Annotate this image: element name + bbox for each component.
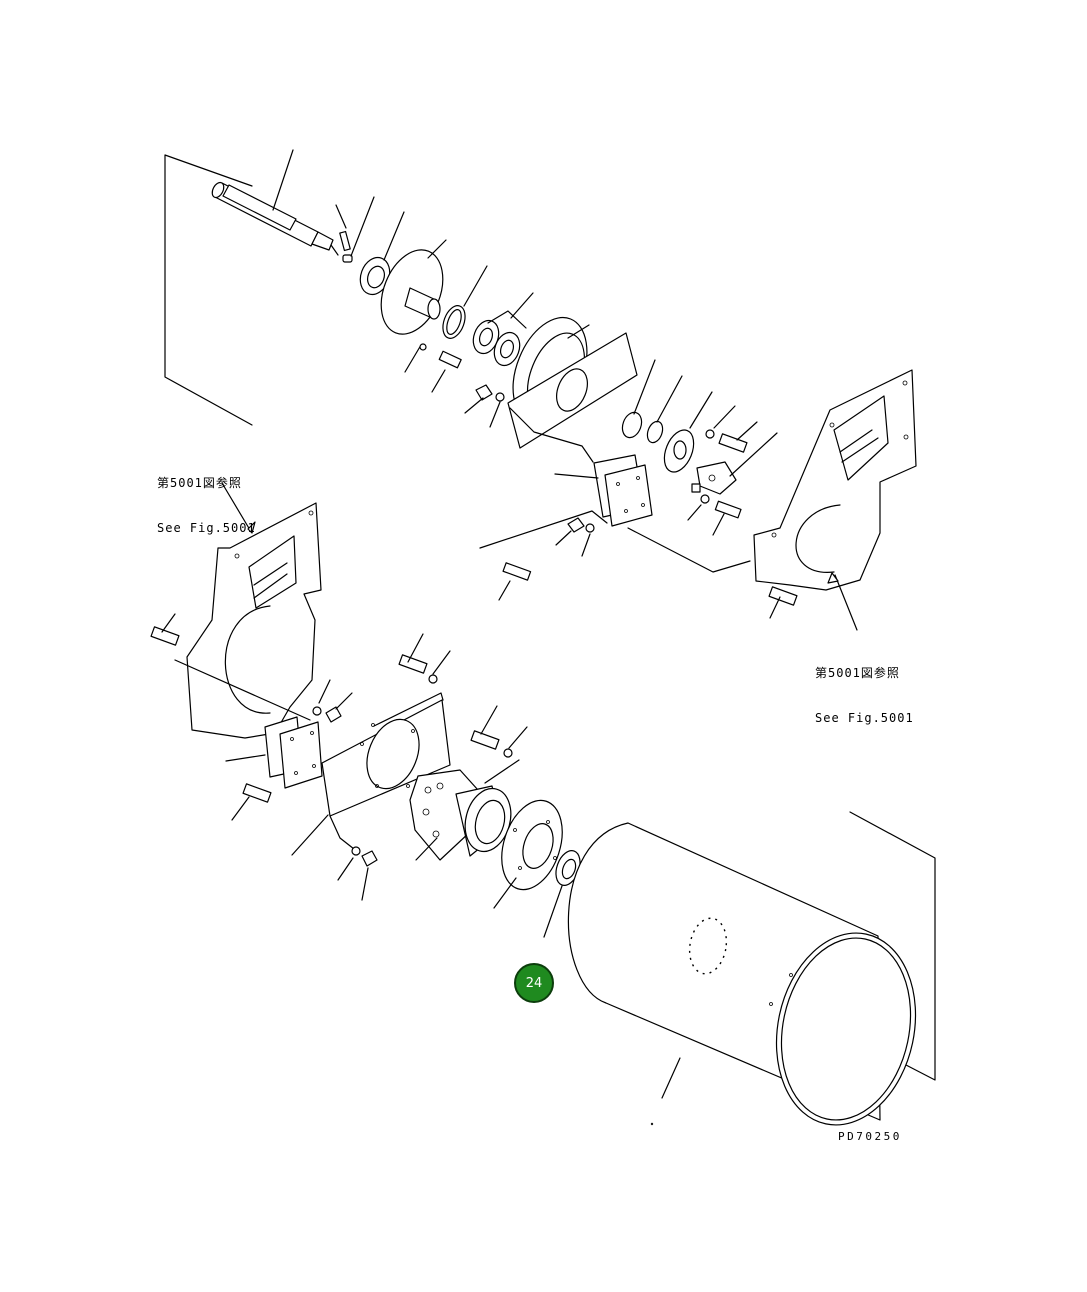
left-lower-plates (225, 679, 353, 821)
drawing-code: PD70250 (838, 1130, 902, 1143)
reference-label-right: 第5001図参照 See Fig.5001 (815, 636, 914, 741)
roller-drum (567, 811, 936, 1126)
reference-label-jp: 第5001図参照 (157, 476, 242, 490)
reference-label-jp: 第5001図参照 (815, 666, 900, 680)
part-callout-marker[interactable]: 24 (514, 963, 554, 1003)
reference-label-en: See Fig.5001 (157, 521, 256, 535)
flange-hub (380, 239, 462, 393)
coupling-group (621, 359, 778, 536)
center-bolts (373, 633, 528, 758)
reference-label-en: See Fig.5001 (815, 711, 914, 725)
drum-flange (493, 799, 563, 909)
bearing-1 (359, 211, 405, 296)
center-plate-pair (479, 454, 751, 601)
snap-ring (442, 265, 488, 339)
drive-motor (409, 759, 520, 861)
shaft (211, 149, 339, 256)
callout-number: 24 (525, 975, 543, 991)
right-frame (753, 369, 917, 631)
upper-disc-plate (507, 316, 638, 463)
key-pin (335, 196, 375, 263)
reference-label-left: 第5001図参照 See Fig.5001 (157, 446, 256, 551)
left-frame (150, 482, 322, 739)
upper-frame-lines (164, 154, 253, 426)
bearing-pair (464, 292, 534, 428)
mounting-plate (291, 699, 451, 901)
